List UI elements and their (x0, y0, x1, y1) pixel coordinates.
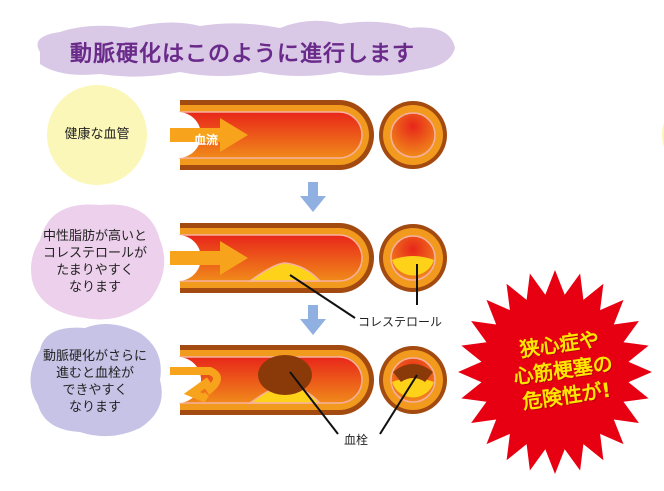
turbulent-flow-arrow-icon (170, 367, 221, 403)
title-cloud (37, 20, 455, 77)
label-line: 進むと血栓が (55, 366, 134, 381)
thrombus (258, 355, 312, 395)
page-title: 動脈硬化はこのように進行します (70, 42, 416, 67)
thrombus-bubble (30, 324, 162, 437)
down-arrow-icon (300, 182, 326, 212)
flow-arrow-icon (170, 118, 248, 152)
cholesterol-plaque (247, 262, 322, 282)
label-line: コレステロールが (42, 246, 147, 261)
flow-arrow-icon (170, 241, 248, 275)
cross-section-lumen (390, 112, 436, 158)
healthy-bubble (47, 85, 147, 185)
down-arrow-icon (300, 305, 326, 335)
thrombus-label: 血栓 (344, 433, 369, 447)
blood-flow-label: 血流 (194, 133, 219, 147)
label-line: 中性脂肪が高いと (42, 229, 147, 244)
cholesterol-label: コレステロール (358, 315, 443, 329)
cholesterol-cross-section (392, 378, 434, 398)
label-line: たまりやすく (56, 263, 134, 278)
stage-2-label: 中性脂肪が高いと コレステロールが たまりやすく なります (25, 228, 165, 296)
label-line: 動脈硬化がさらに (42, 349, 147, 364)
thrombus-cross-section (393, 364, 433, 382)
label-line: なります (68, 400, 121, 415)
warning-burst (458, 270, 652, 474)
label-line: なります (68, 280, 121, 295)
cholesterol-cross-section (392, 256, 434, 276)
label-line: できやすく (62, 383, 128, 398)
fat-bubble (31, 204, 165, 320)
stage-1-label: 健康な血管 (64, 127, 130, 142)
stage-3-label: 動脈硬化がさらに 進むと血栓が できやすく なります (25, 348, 165, 416)
